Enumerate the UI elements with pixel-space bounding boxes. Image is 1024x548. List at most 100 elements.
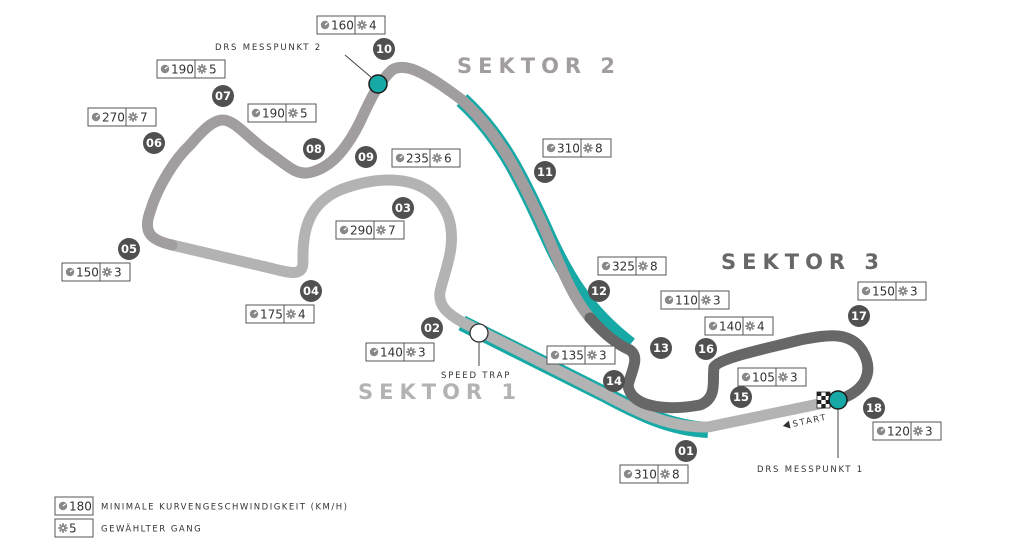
turn-gear: 7 — [140, 111, 148, 125]
turn-info-box: 120 3 — [872, 421, 942, 441]
turn-number-badge — [695, 338, 717, 360]
info-box-frame — [546, 345, 616, 365]
turn-number-badge — [588, 280, 610, 302]
info-box-frame — [316, 15, 386, 35]
gear-icon — [745, 321, 755, 331]
turn-number-badge — [863, 397, 885, 419]
turn-speed: 105 — [752, 371, 775, 385]
speed-icon — [160, 64, 170, 74]
speed-icon — [65, 267, 75, 277]
legend-text: GEWÄHLTER GANG — [101, 524, 202, 535]
turn-info-box: 310 8 — [619, 464, 689, 484]
speed-icon — [546, 143, 556, 153]
drs-point-1-label: DRS MESSPUNKT 1 — [757, 465, 864, 475]
turn-number: 09 — [358, 150, 374, 164]
turn-number-badge — [300, 280, 322, 302]
turn-number-badge — [212, 85, 234, 107]
gear-icon — [778, 372, 788, 382]
turn-number-badge — [848, 305, 870, 327]
speed-trap-marker — [469, 323, 489, 343]
speed-icon — [369, 347, 379, 357]
info-box-frame — [365, 342, 435, 362]
turn-speed: 135 — [561, 349, 584, 363]
turn-number: 13 — [653, 341, 669, 355]
speed-icon — [58, 501, 68, 511]
info-box-frame — [542, 138, 612, 158]
turn-speed: 120 — [887, 425, 910, 439]
turn-gear: 3 — [925, 425, 933, 439]
speed-icon — [601, 261, 611, 271]
speed-icon — [623, 469, 633, 479]
turn-number-badge — [355, 146, 377, 168]
turn-number-badge — [143, 132, 165, 154]
sector-2-label: SEKTOR 2 — [457, 54, 621, 78]
gear-icon — [587, 350, 597, 360]
info-box-frame — [704, 316, 774, 336]
turn-number: 07 — [215, 89, 231, 103]
legend-value: 180 — [69, 500, 92, 514]
info-box-frame — [156, 59, 226, 79]
turn-number: 15 — [733, 390, 749, 404]
info-box-frame — [245, 304, 315, 324]
info-box-frame — [872, 421, 942, 441]
info-box-frame — [61, 262, 131, 282]
speed-icon — [876, 426, 886, 436]
turn-gear: 8 — [595, 142, 603, 156]
sector-1-label: SEKTOR 1 — [358, 380, 522, 404]
turn-gear: 7 — [388, 224, 396, 238]
turn-number-badge — [392, 197, 414, 219]
info-box-frame — [857, 281, 927, 301]
turn-gear: 3 — [418, 346, 426, 360]
turn-number: 11 — [537, 165, 553, 179]
turn-number-badge — [730, 386, 752, 408]
turn-number-badge — [421, 317, 443, 339]
track — [141, 61, 874, 433]
turn-speed: 160 — [331, 19, 354, 33]
gear-icon — [913, 426, 923, 436]
speed-icon — [741, 372, 751, 382]
gear-icon — [432, 153, 442, 163]
turn-speed: 175 — [260, 308, 283, 322]
gear-icon — [583, 143, 593, 153]
speed-trap-label: SPEED TRAP — [441, 371, 511, 381]
turn-speed: 110 — [675, 294, 698, 308]
speed-icon — [320, 20, 330, 30]
turn-number-badge — [675, 440, 697, 462]
turn-speed: 190 — [262, 107, 285, 121]
info-box-frame — [87, 107, 157, 127]
turn-gear: 8 — [672, 468, 680, 482]
speed-icon — [339, 225, 349, 235]
turn-speed: 310 — [557, 142, 580, 156]
gear-icon — [286, 309, 296, 319]
turn-number: 05 — [121, 242, 137, 256]
turn-gear: 3 — [790, 371, 798, 385]
speed-icon — [249, 309, 259, 319]
drs-point-1-marker — [828, 390, 848, 410]
turn-speed: 290 — [350, 224, 373, 238]
turn-speed: 150 — [76, 266, 99, 280]
turn-gear: 6 — [444, 152, 452, 166]
speed-icon — [91, 112, 101, 122]
gear-icon — [638, 261, 648, 271]
turn-speed: 310 — [634, 468, 657, 482]
